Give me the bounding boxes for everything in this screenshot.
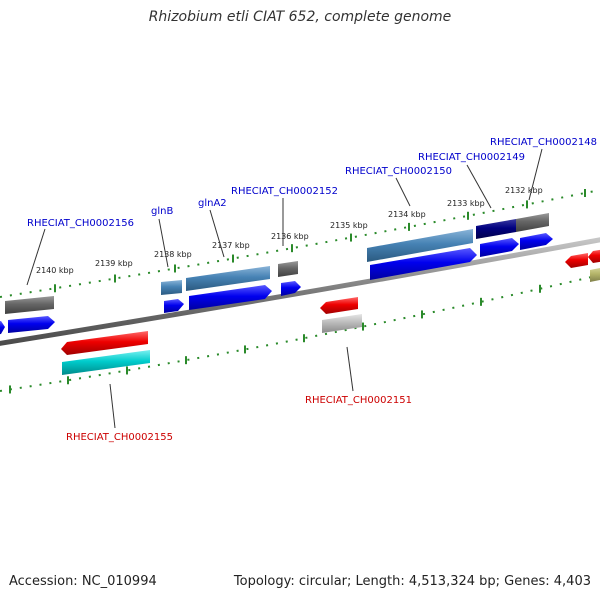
- tick-label: 2132 kbp: [505, 186, 543, 195]
- tick-label: 2134 kbp: [388, 210, 426, 219]
- gene-arrow[interactable]: [322, 314, 362, 333]
- tick-label: 2138 kbp: [154, 250, 192, 259]
- gene-label[interactable]: RHECIAT_CH0002152: [231, 186, 338, 197]
- lower-major-ticks: [9, 284, 541, 394]
- gene-arrow[interactable]: [565, 253, 588, 268]
- gene-arrow[interactable]: [61, 331, 148, 355]
- tick-label: 2135 kbp: [330, 221, 368, 230]
- gene-arrow[interactable]: [476, 219, 516, 239]
- gene-arrow[interactable]: [161, 280, 182, 295]
- genome-backbone: [0, 237, 600, 346]
- gene-label[interactable]: RHECIAT_CH0002149: [418, 152, 525, 163]
- reverse-gene-labels: RHECIAT_CH0002155 RHECIAT_CH0002151: [66, 395, 412, 443]
- gene-arrow[interactable]: [62, 350, 150, 375]
- tick-label: 2136 kbp: [271, 232, 309, 241]
- gene-label[interactable]: RHECIAT_CH0002150: [345, 166, 452, 177]
- lower-tick-track: [0, 274, 600, 394]
- genome-summary-text: Topology: circular; Length: 4,513,324 bp…: [233, 574, 591, 589]
- gene-arrow[interactable]: [5, 296, 54, 314]
- tick-label: 2139 kbp: [95, 259, 133, 268]
- gene-label[interactable]: RHECIAT_CH0002155: [66, 432, 173, 443]
- gene-label[interactable]: glnB: [151, 206, 173, 217]
- leader-line: [395, 177, 411, 207]
- forward-genes: [0, 213, 553, 335]
- gene-arrow[interactable]: [320, 297, 358, 314]
- reverse-genes: [61, 249, 600, 375]
- leader-line: [209, 209, 225, 258]
- gene-arrow[interactable]: [516, 213, 549, 232]
- tick-labels: 2140 kbp 2139 kbp 2138 kbp 2137 kbp 2136…: [36, 186, 543, 275]
- gene-label[interactable]: glnA2: [198, 198, 227, 209]
- gene-label[interactable]: RHECIAT_CH0002151: [305, 395, 412, 406]
- leader-line: [346, 346, 354, 392]
- gene-arrow[interactable]: [8, 316, 55, 333]
- leader-line: [158, 218, 169, 268]
- leader-line: [109, 383, 116, 429]
- gene-arrow[interactable]: [186, 266, 270, 291]
- gene-arrow[interactable]: [367, 229, 473, 262]
- gene-arrow[interactable]: [588, 249, 600, 263]
- map-title: Rhizobium etli CIAT 652, complete genome: [148, 9, 452, 25]
- gene-arrow[interactable]: [164, 299, 184, 313]
- gene-label[interactable]: RHECIAT_CH0002156: [27, 218, 134, 229]
- gene-arrow[interactable]: [480, 238, 519, 257]
- gene-arrow[interactable]: [278, 261, 298, 277]
- gene-arrow[interactable]: [370, 248, 477, 280]
- gene-arrow[interactable]: [590, 267, 600, 282]
- tick-label: 2133 kbp: [447, 199, 485, 208]
- tick-label: 2137 kbp: [212, 241, 250, 250]
- gene-arrow[interactable]: [281, 281, 301, 296]
- upper-tick-track: [0, 188, 600, 298]
- gene-arrow[interactable]: [189, 285, 272, 310]
- tick-label: 2140 kbp: [36, 266, 74, 275]
- leader-line: [528, 148, 543, 201]
- gene-arrow[interactable]: [520, 233, 553, 250]
- gene-arrow[interactable]: [0, 321, 5, 335]
- label-leaders: [26, 148, 543, 429]
- leader-line: [26, 228, 46, 286]
- gene-label[interactable]: RHECIAT_CH0002148: [490, 137, 597, 148]
- upper-major-ticks: [54, 188, 586, 293]
- forward-gene-labels: RHECIAT_CH0002156 glnB glnA2 RHECIAT_CH0…: [27, 137, 597, 229]
- leader-line: [466, 164, 492, 209]
- accession-text: Accession: NC_010994: [9, 574, 157, 589]
